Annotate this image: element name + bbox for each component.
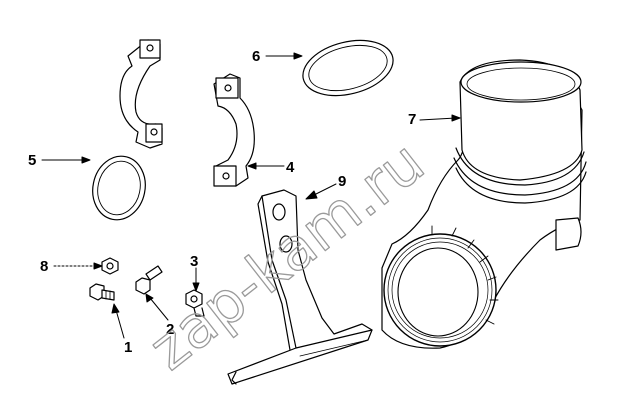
callout-9: 9 [338,173,346,190]
clamp-half-icon [213,73,255,187]
bolt-icon [89,283,115,301]
seal-ring-icon [302,39,394,97]
seal-ring-icon [92,155,146,221]
leader-lines [41,52,461,339]
callout-6: 6 [252,48,260,65]
callout-4: 4 [286,159,295,176]
callout-2: 2 [166,321,174,338]
callout-3: 3 [190,253,198,270]
bolt-icon [135,265,163,295]
nut-icon [101,257,119,275]
callout-5: 5 [28,152,36,169]
bracket-icon [227,189,373,385]
elbow-pipe-icon [381,59,587,349]
callout-labels: 1 2 3 4 5 6 7 8 9 [28,48,416,356]
fitting-icon [185,289,205,317]
callout-1: 1 [124,339,132,356]
corner-mark [303,5,304,11]
clamp-half-icon [119,39,163,149]
callout-8: 8 [40,258,48,275]
callout-7: 7 [408,111,416,128]
